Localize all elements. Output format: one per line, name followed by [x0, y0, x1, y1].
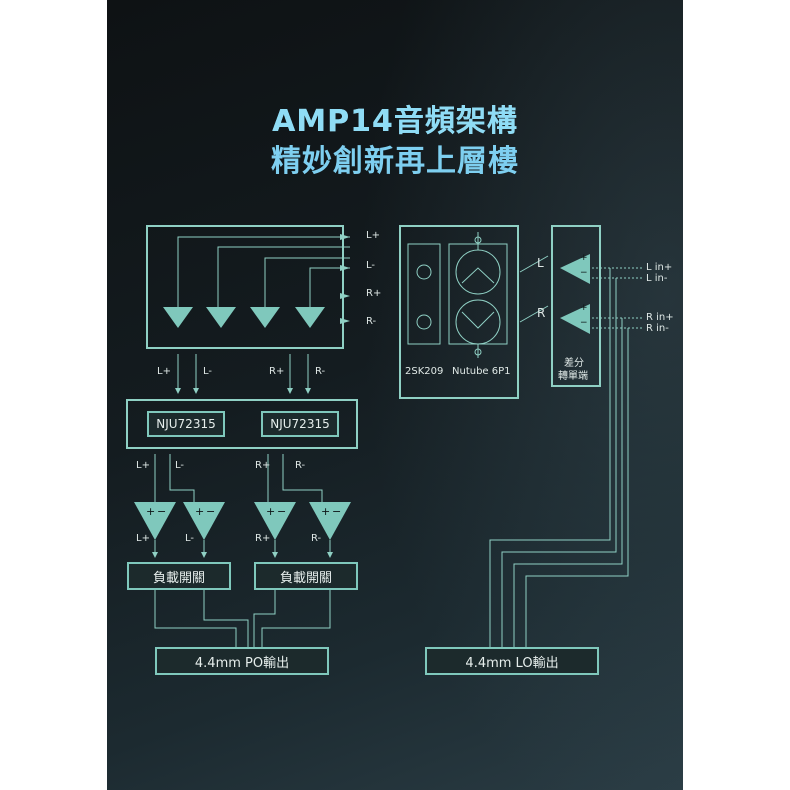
- amp-out-r-minus: R-: [311, 533, 322, 544]
- diff-label-line2: 轉單端: [558, 371, 588, 382]
- top-block-frame: [146, 225, 344, 349]
- po-output-block: 4.4mm PO輸出: [155, 647, 329, 675]
- signal-r-plus: R+: [366, 288, 382, 299]
- mid-l-plus: L+: [157, 366, 171, 377]
- amp-out-l-plus: L+: [136, 533, 150, 544]
- input-r-in-plus: R in+: [646, 312, 674, 323]
- amp4-plus: +: [321, 505, 331, 518]
- amp3-plus: +: [266, 505, 276, 518]
- amp1-plus: +: [146, 505, 156, 518]
- signal-l-minus: L-: [366, 260, 376, 271]
- title-line-2: 精妙創新再上層樓: [271, 144, 519, 179]
- amp2-minus: −: [206, 505, 216, 518]
- input-l-in-minus: L in-: [646, 273, 668, 284]
- amp1-minus: −: [157, 505, 167, 518]
- nju-out-l-plus: L+: [136, 460, 150, 471]
- amp-out-r-plus: R+: [255, 533, 271, 544]
- triangle-symbols: [134, 254, 590, 540]
- nju-out-r-minus: R-: [295, 460, 306, 471]
- tube-label-nutube: Nutube 6P1: [452, 366, 511, 377]
- input-l-in-plus: L in+: [646, 262, 673, 273]
- title-line-1: AMP14音頻架構: [0, 96, 790, 140]
- mid-l-minus: L-: [203, 366, 213, 377]
- amp3-minus: −: [277, 505, 287, 518]
- tube-label-2sk209: 2SK209: [405, 366, 444, 377]
- amp-out-l-minus: L-: [185, 533, 195, 544]
- mid-r-minus: R-: [315, 366, 326, 377]
- nju-chip-left: NJU72315: [147, 411, 225, 437]
- diff-minus-l: −: [580, 268, 588, 278]
- diff-label-line1: 差分: [564, 358, 584, 369]
- diff-plus-r: +: [580, 303, 588, 313]
- load-switch-left: 負載開關: [127, 562, 231, 590]
- input-r-in-minus: R in-: [646, 323, 669, 334]
- nju-out-r-plus: R+: [255, 460, 271, 471]
- amp2-plus: +: [195, 505, 205, 518]
- nju-out-l-minus: L-: [175, 460, 185, 471]
- nju-chip-right: NJU72315: [261, 411, 339, 437]
- lo-output-block: 4.4mm LO輸出: [425, 647, 599, 675]
- load-switch-right: 負載開關: [254, 562, 358, 590]
- amp4-minus: −: [332, 505, 342, 518]
- diff-minus-r: −: [580, 318, 588, 328]
- diff-label-r: R: [537, 306, 546, 320]
- arrow-heads: [152, 234, 350, 558]
- diff-plus-l: +: [580, 253, 588, 263]
- diff-label-l: L: [537, 256, 544, 270]
- signal-r-minus: R-: [366, 316, 377, 327]
- signal-l-plus: L+: [366, 230, 380, 241]
- mid-r-plus: R+: [269, 366, 285, 377]
